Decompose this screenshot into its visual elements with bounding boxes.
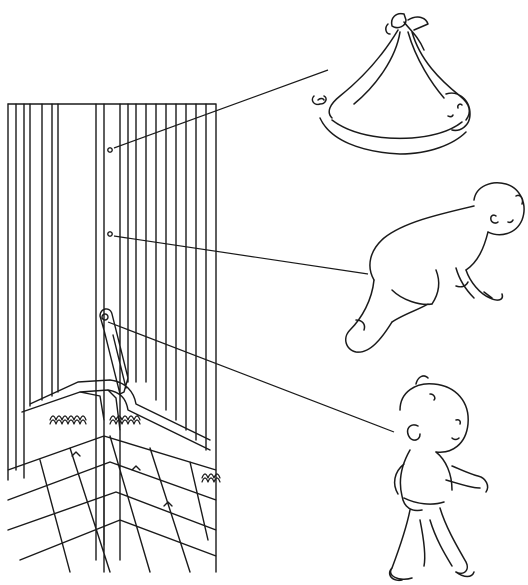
leader-line-toddler [108,322,394,432]
wire-mesh-grid [8,436,216,572]
crawling-baby-figure [346,183,524,352]
crib-slats [8,104,206,560]
crib-corner-cutaway [8,104,220,572]
mounting-hole-top [108,148,112,152]
cutaway-outline [8,104,216,572]
leader-line-crawling-baby [114,236,368,274]
coil-spring-right [202,474,220,482]
newborn-in-sling-figure [312,14,470,154]
leader-lines [108,70,394,432]
toddler-figure [390,376,488,580]
mounting-hole-middle [108,232,112,236]
coil-spring-left [50,416,86,424]
coil-spring-middle [110,416,140,424]
